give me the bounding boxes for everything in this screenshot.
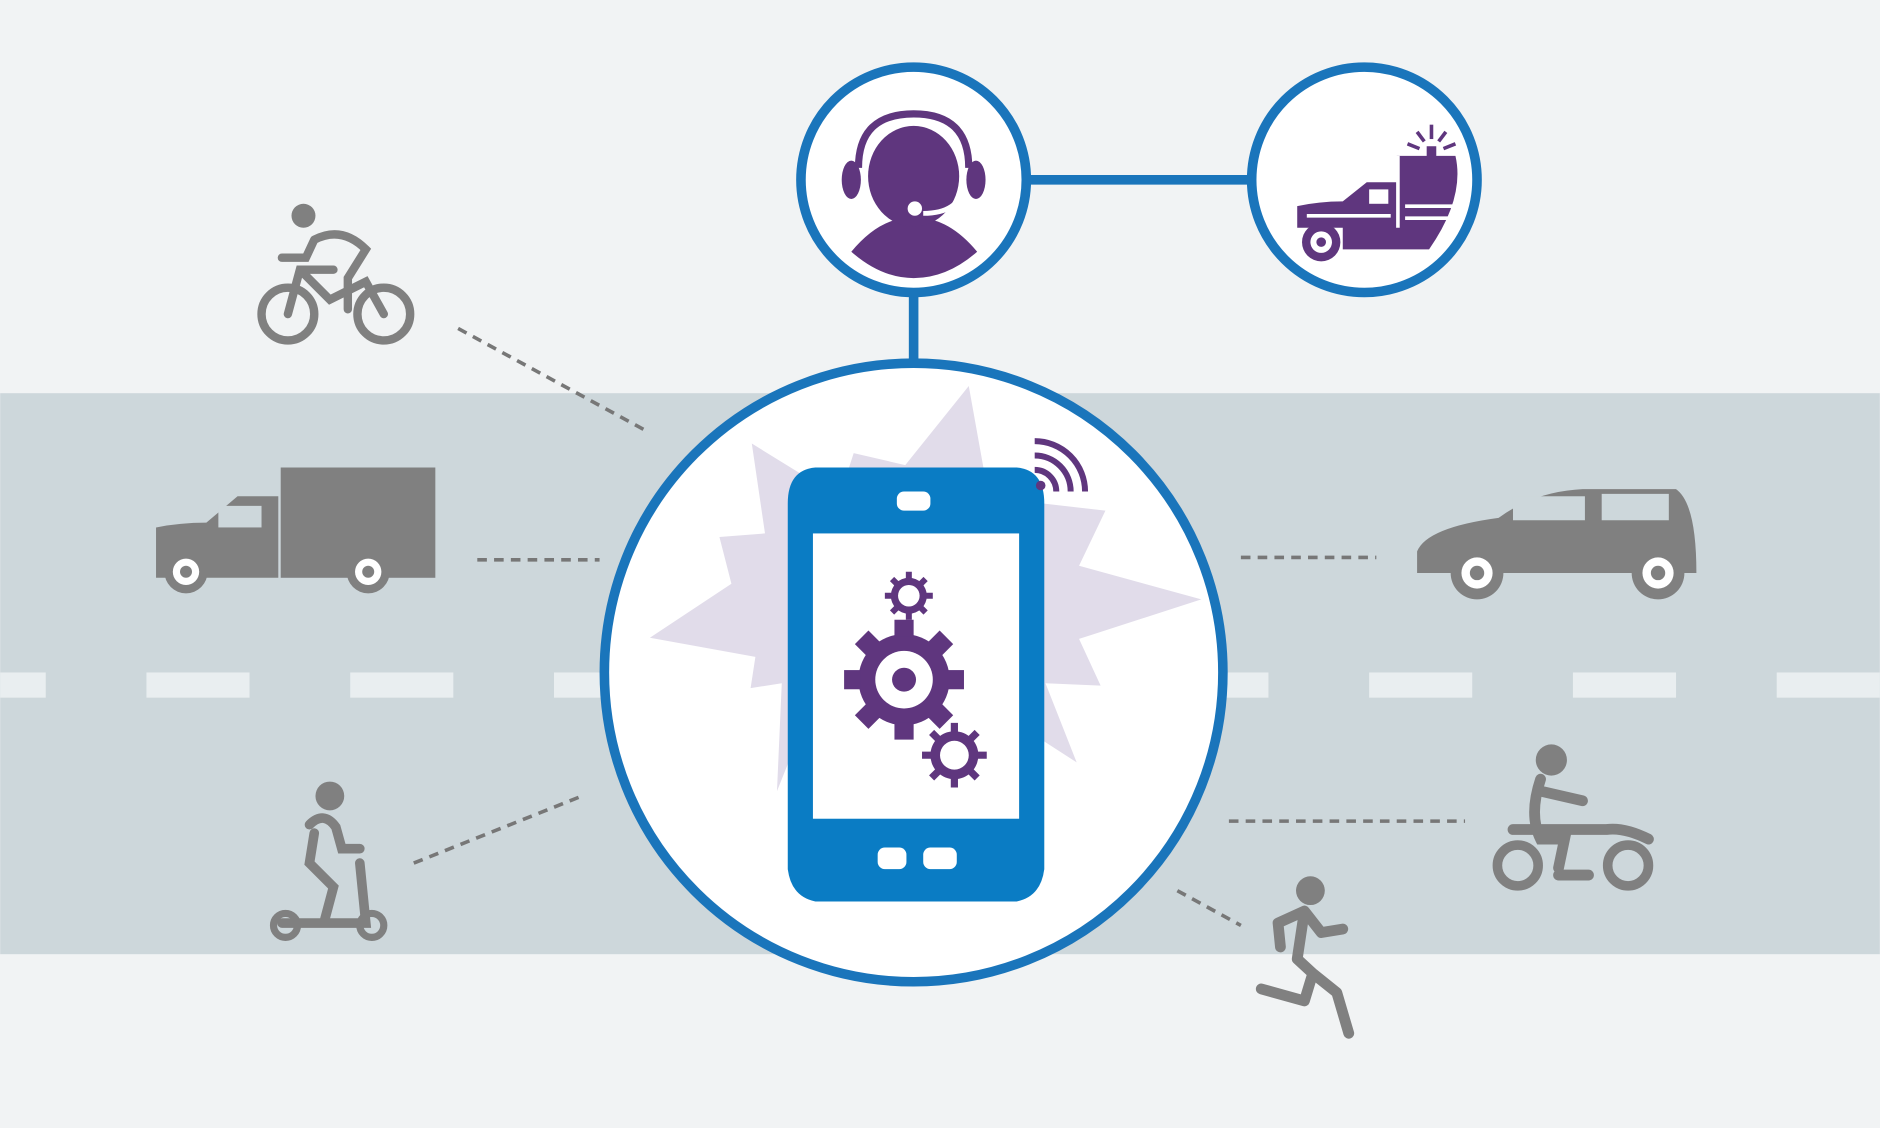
pedestrian-runner-icon (1255, 876, 1355, 1039)
gears-icon (844, 571, 987, 788)
connector-pedestrian (1176, 889, 1242, 927)
call-center-agent-icon (841, 110, 986, 279)
network-links (908, 175, 1252, 365)
connector-bicycle (457, 326, 649, 434)
scooter-icon (269, 781, 388, 941)
phone-speaker (896, 491, 931, 511)
lane-markings (0, 672, 1880, 698)
truck-icon (156, 467, 436, 594)
connector-scooter (413, 793, 586, 865)
wireless-signal-icon (1034, 438, 1089, 492)
bicycle-icon (257, 203, 415, 345)
dashed-connectors (413, 326, 1466, 927)
car-icon (1417, 489, 1697, 600)
tow-truck-icon (1297, 124, 1458, 262)
phone-button-left (877, 847, 907, 870)
motorcycle-icon (1492, 744, 1654, 891)
phone-button-right (923, 847, 957, 870)
